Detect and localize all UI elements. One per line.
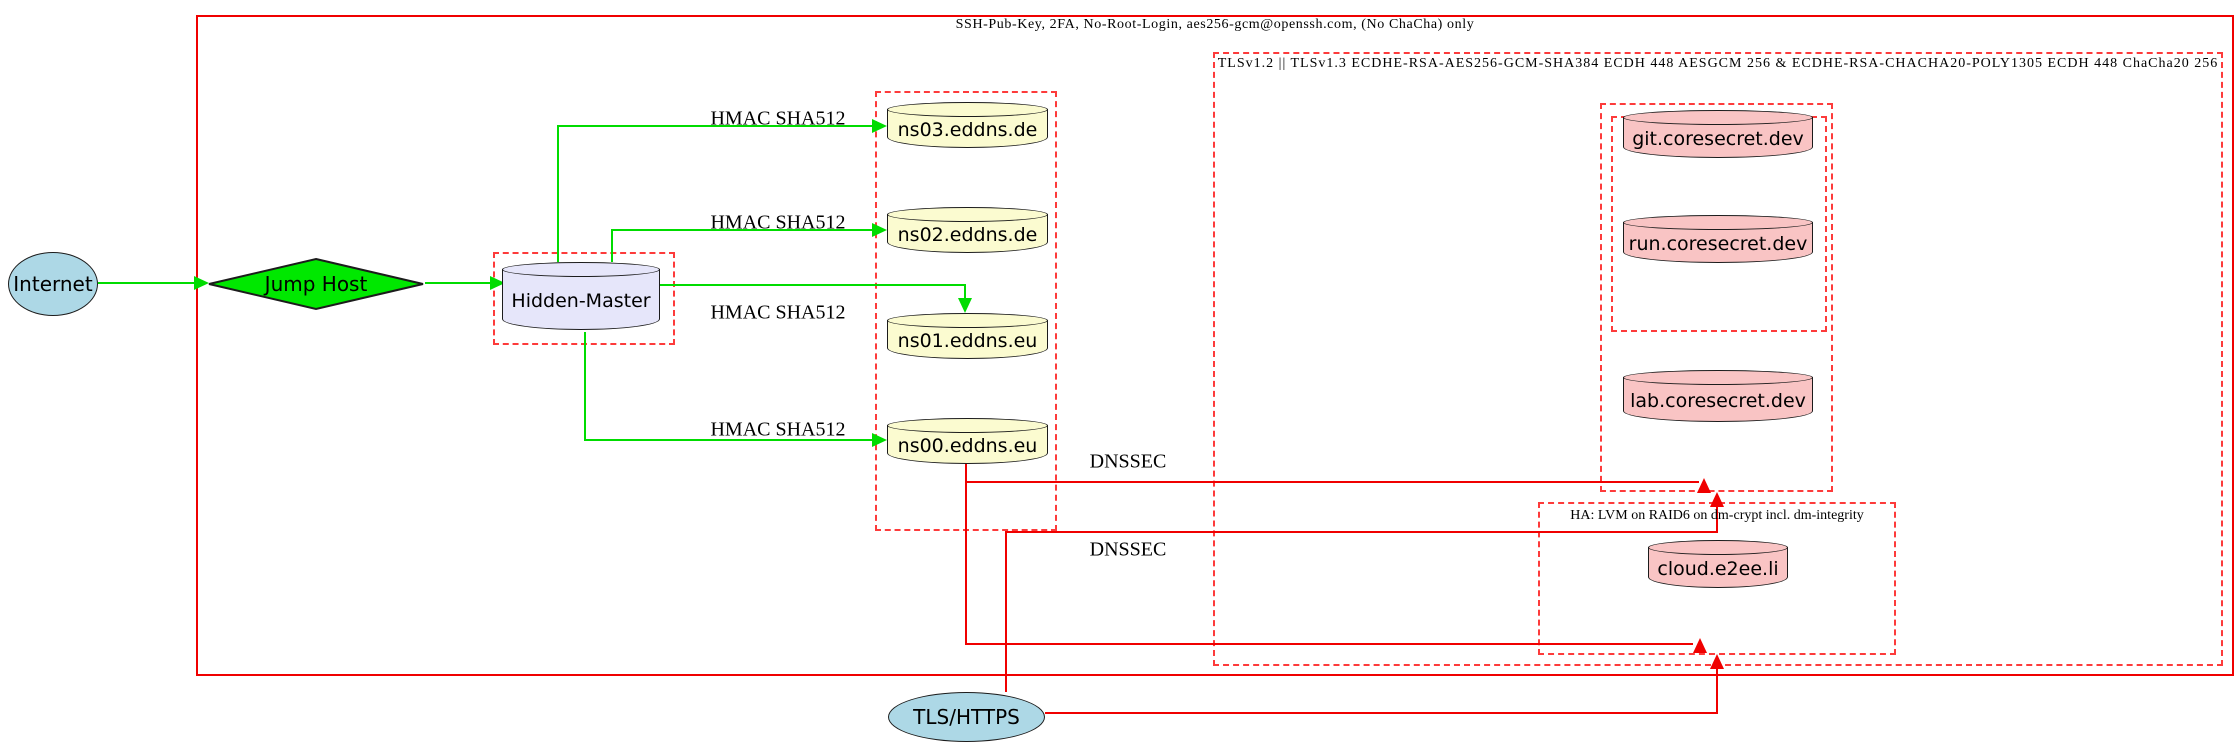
tls-https-node: TLS/HTTPS: [888, 692, 1045, 742]
internet-node: Internet: [8, 252, 98, 316]
run-coresecret-node-label: run.coresecret.dev: [1628, 233, 1808, 255]
arrowhead-ns00-coresecret: [1697, 478, 1711, 493]
edge-label-hmac-ns00: HMAC SHA512: [710, 418, 846, 441]
cylinder-body: [1623, 117, 1813, 158]
edge-hiddenmaster-ns00-h: [584, 439, 872, 441]
cloud-e2ee-node-label: cloud.e2ee.li: [1657, 558, 1779, 580]
edge-hiddenmaster-ns03-h: [557, 125, 872, 127]
cylinder-top: [1623, 110, 1813, 125]
lab-coresecret-node: lab.coresecret.dev: [1623, 370, 1813, 422]
edge-label-hmac-ns01: HMAC SHA512: [710, 301, 846, 324]
edge-hiddenmaster-ns01-v: [964, 284, 966, 300]
arrowhead-ns03: [872, 119, 887, 133]
edge-internet-jumphost: [98, 282, 195, 284]
cylinder-body: [502, 269, 660, 330]
ns00-node: ns00.eddns.eu: [887, 418, 1048, 464]
cylinder-top: [887, 102, 1048, 117]
cylinder-top: [887, 207, 1048, 222]
internet-node-label: Internet: [13, 272, 93, 296]
edge-hiddenmaster-ns00-v: [584, 332, 586, 440]
edge-tls-coresecret-v2: [1716, 507, 1718, 532]
edge-tls-ha-h: [1045, 712, 1718, 714]
jump-host-node-label: Jump Host: [264, 272, 368, 296]
cylinder-top: [1623, 215, 1813, 230]
edge-hiddenmaster-ns01-h: [660, 284, 966, 286]
edge-jumphost-hiddenmaster: [425, 282, 490, 284]
tls-https-node-label: TLS/HTTPS: [913, 705, 1020, 729]
edge-ns00-coresecret-v: [965, 463, 967, 482]
git-coresecret-node: git.coresecret.dev: [1623, 110, 1813, 158]
ns02-node-label: ns02.eddns.de: [897, 224, 1038, 246]
edge-ns00-ha-v: [965, 481, 967, 644]
jump-host-node: Jump Host: [207, 257, 425, 311]
coresecret-outer-cluster-box: [1600, 103, 1833, 492]
git-coresecret-node-label: git.coresecret.dev: [1632, 128, 1804, 150]
arrowhead-ns02: [872, 223, 887, 237]
edge-ns00-ha-h: [965, 643, 1693, 645]
edge-label-dnssec-2: DNSSEC: [1089, 538, 1167, 561]
ns03-node: ns03.eddns.de: [887, 102, 1048, 148]
edge-tls-coresecret-h: [1005, 531, 1718, 533]
hidden-master-node: Hidden-Master: [502, 262, 660, 330]
ssh-policy-cluster-label: SSH-Pub-Key, 2FA, No-Root-Login, aes256-…: [955, 17, 1475, 32]
edge-hiddenmaster-ns03-v: [557, 126, 559, 262]
arrowhead-ns00-ha: [1693, 638, 1707, 653]
ssh-policy-cluster-box: [196, 15, 2234, 676]
edge-tls-ha-v: [1716, 669, 1718, 712]
cylinder-top: [1648, 540, 1788, 555]
cylinder-top: [1623, 370, 1813, 385]
cloud-e2ee-node: cloud.e2ee.li: [1648, 540, 1788, 588]
run-coresecret-node: run.coresecret.dev: [1623, 215, 1813, 263]
arrowhead-tls-coresecret: [1710, 492, 1724, 507]
hidden-master-node-label: Hidden-Master: [511, 290, 651, 312]
arrowhead-jumphost-hiddenmaster: [490, 276, 505, 290]
edge-ns00-coresecret-h: [965, 481, 1699, 483]
arrowhead-internet-jumphost: [194, 276, 209, 290]
edge-label-hmac-ns02: HMAC SHA512: [710, 211, 846, 234]
edge-tls-coresecret-v1: [1005, 532, 1007, 692]
ns01-node: ns01.eddns.eu: [887, 313, 1048, 359]
ha-storage-cluster-label: HA: LVM on RAID6 on dm-crypt incl. dm-in…: [1570, 508, 1864, 523]
edge-hiddenmaster-ns02-v: [611, 230, 613, 262]
cylinder-top: [887, 313, 1048, 328]
ns03-node-label: ns03.eddns.de: [897, 119, 1038, 141]
ns00-node-label: ns00.eddns.eu: [897, 435, 1038, 457]
ns02-node: ns02.eddns.de: [887, 207, 1048, 253]
edge-label-hmac-ns03: HMAC SHA512: [710, 107, 846, 130]
arrowhead-ns01: [958, 298, 972, 313]
edge-hiddenmaster-ns02-h: [611, 229, 872, 231]
arrowhead-tls-ha: [1710, 654, 1724, 669]
jump-host-diamond-shape: [208, 257, 424, 311]
tls-policy-cluster-label: TLSv1.2 || TLSv1.3 ECDHE-RSA-AES256-GCM-…: [1217, 56, 2219, 71]
cylinder-top: [502, 262, 660, 277]
edge-label-dnssec-1: DNSSEC: [1089, 450, 1167, 473]
arrowhead-ns00: [872, 433, 887, 447]
ns01-node-label: ns01.eddns.eu: [897, 330, 1038, 352]
lab-coresecret-node-label: lab.coresecret.dev: [1630, 390, 1806, 412]
cylinder-top: [887, 418, 1048, 433]
